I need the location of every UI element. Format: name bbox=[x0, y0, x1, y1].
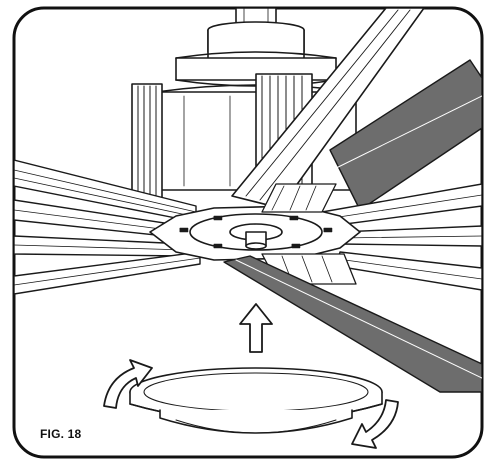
blade-top bbox=[231, 8, 425, 209]
blade-lower-right bbox=[223, 255, 482, 393]
blade-arms-right bbox=[321, 183, 482, 291]
hub-plate bbox=[149, 205, 361, 261]
canopy-cover bbox=[129, 367, 383, 434]
blade-upper-right bbox=[319, 59, 482, 211]
figure-label: FIG. 18 bbox=[40, 427, 82, 441]
up-arrow-icon bbox=[239, 303, 273, 353]
blade-arms-left bbox=[14, 159, 201, 295]
rotation-arrow-icon bbox=[103, 359, 399, 449]
